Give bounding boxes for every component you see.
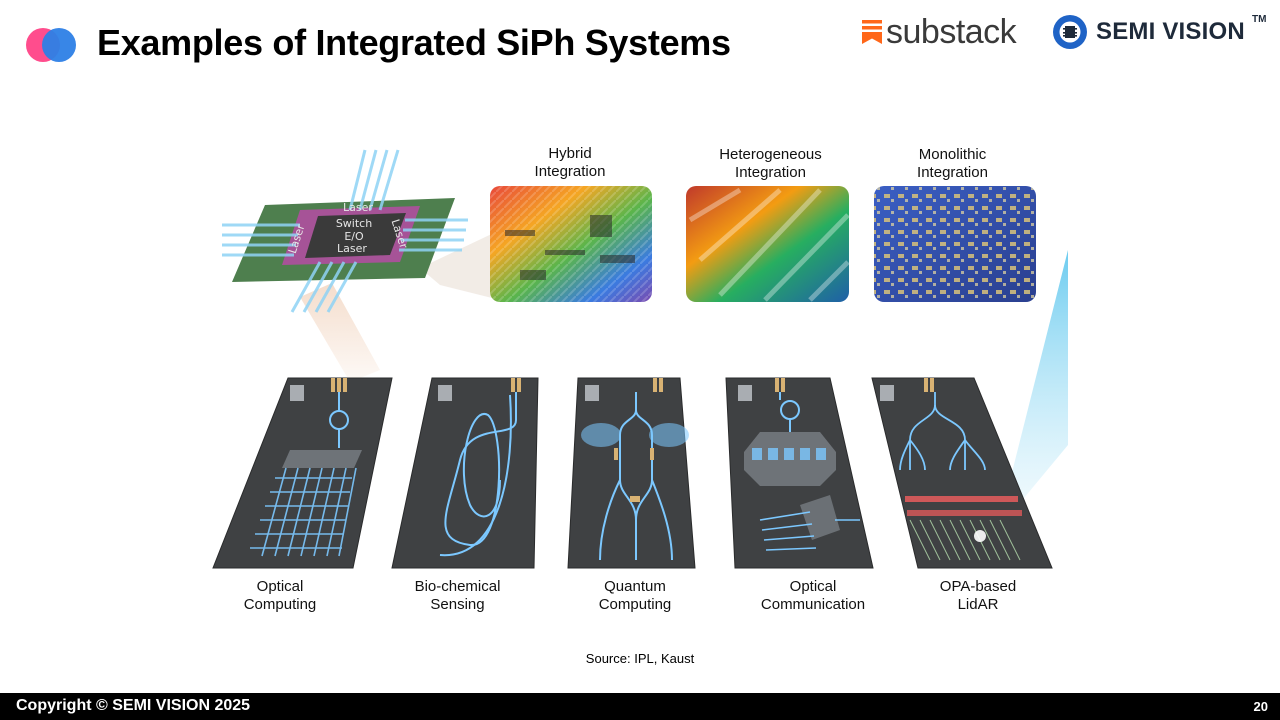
page-title: Examples of Integrated SiPh Systems xyxy=(97,22,731,63)
label-heterogeneous-integration: Heterogeneous Integration xyxy=(719,146,822,181)
circles-logo-icon xyxy=(26,28,76,62)
chip-fiber-bundle-left xyxy=(222,223,300,257)
opa-lidar-board xyxy=(871,377,1053,569)
chip-label-eo: E/O xyxy=(344,230,364,243)
chip-label-laser-top: Laser xyxy=(343,201,373,214)
label-hybrid-integration: Hybrid Integration xyxy=(534,145,606,180)
footer-bar: Copyright © SEMI VISION 2025 20 xyxy=(0,693,1280,720)
substack-bookmark-icon xyxy=(862,20,882,44)
chip-die xyxy=(305,213,406,258)
source-caption: Source: IPL, Kaust xyxy=(585,651,695,666)
optical-computing-board xyxy=(212,377,393,569)
chip-fiber-bundle-top xyxy=(348,149,400,211)
chip-label-laser-bottom: Laser xyxy=(337,242,367,255)
application-boards xyxy=(212,377,1053,569)
hybrid-integration-image xyxy=(490,186,652,302)
bio-chemical-sensing-board xyxy=(391,377,539,569)
monolithic-integration-image xyxy=(874,186,1036,302)
copyright-text: Copyright © SEMI VISION 2025 xyxy=(16,697,251,714)
substack-wordmark: substack xyxy=(886,12,1017,51)
label-quantum-computing: Quantum Computing xyxy=(598,578,672,613)
label-bio-chemical-sensing: Bio-chemical Sensing xyxy=(414,578,501,613)
label-optical-computing: Optical Computing xyxy=(243,578,317,613)
semi-vision-wordmark: SEMI VISION xyxy=(1096,18,1245,45)
lidar-beam xyxy=(985,250,1068,545)
page-number: 20 xyxy=(1253,699,1268,714)
label-monolithic-integration: Monolithic Integration xyxy=(917,146,988,181)
chip-label-switch: Switch xyxy=(336,217,372,230)
semi-vision-logo: SEMI VISION xyxy=(1052,14,1245,50)
semi-vision-emblem-icon xyxy=(1053,15,1087,49)
heterogeneous-integration-image xyxy=(686,186,850,302)
label-opa-lidar: OPA-based LidAR xyxy=(939,578,1017,613)
chip-hybrid-link xyxy=(420,230,500,300)
optical-communication-board xyxy=(725,377,874,569)
chip-fiber-bundle-right xyxy=(399,218,468,252)
chip-fiber-bundle-bottom xyxy=(290,261,358,313)
photonic-chip-package: Laser Laser Laser Laser Switch E/O xyxy=(222,149,500,382)
substack-logo: substack xyxy=(862,12,1017,51)
trademark-symbol: TM xyxy=(1252,14,1267,25)
integration-tiles xyxy=(490,186,1036,302)
quantum-computing-board xyxy=(567,377,696,569)
label-optical-communication: Optical Communication xyxy=(760,578,866,613)
